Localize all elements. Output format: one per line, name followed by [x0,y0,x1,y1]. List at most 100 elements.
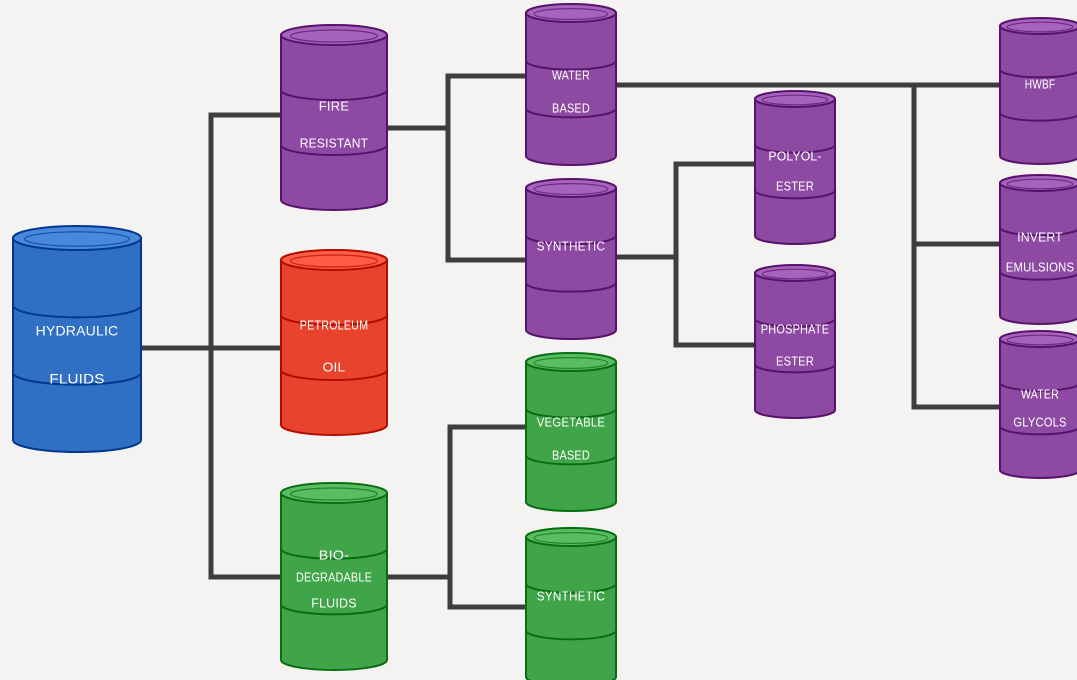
synthetic-fire-label-1: SYNTHETIC [537,238,605,253]
drum-lid-rim [289,254,379,268]
drum-body [999,338,1077,479]
drum-ring [525,108,617,119]
fire-resistant-label-1: FIRE [319,98,350,113]
water-glycols-label-2: GLYCOLS [1013,414,1066,429]
drum-ring [754,144,836,154]
drum-body [280,259,388,436]
connector-hydraulic-to-types [139,112,285,580]
drum-ring [525,455,617,466]
drum-lid-rim [533,183,609,196]
drum-ring [999,227,1077,237]
drum-ring [12,372,142,386]
drum-fire-resistant: FIRE RESISTANT [280,24,388,211]
drum-lid-rim [1006,334,1074,346]
water-based-label-1: WATER [552,67,590,82]
drum-ring [280,548,388,560]
drum-ring [754,190,836,200]
drum-phosphate-ester: PHOSPHATE ESTER [754,264,836,419]
drum-vegetable-based: VEGETABLE BASED [525,352,617,512]
hydraulic-fluids-label-1: HYDRAULIC [36,323,119,339]
drum-ring [280,144,388,156]
water-glycols-label-1: WATER [1021,386,1059,401]
drum-invert-emulsions: INVERT EMULSIONS [999,174,1077,325]
biodegradable-fluids-label-1: BIO- [319,547,349,562]
drum-lid-rim [761,268,829,280]
synthetic-bio-label-1: SYNTHETIC [537,588,605,603]
drum-ring [999,426,1077,436]
drum-petroleum-oil: PETROLEUM OIL [280,249,388,436]
polyol-ester-label-2: ESTER [776,178,814,193]
drum-lid-rim [533,531,609,544]
connector-lines [139,73,1006,610]
drum-ring [12,305,142,319]
drum-lid [525,3,617,23]
connector-waterbased-to-subtypes [612,82,1006,410]
phosphate-ester-label-2: ESTER [776,353,814,368]
drum-ring [525,408,617,419]
invert-emulsions-label-2: EMULSIONS [1006,259,1075,274]
drum-lid-rim [23,231,131,247]
drum-lid-rim [533,8,609,21]
drum-ring [999,69,1077,79]
drum-lid-rim [289,487,379,501]
drum-ring [280,89,388,101]
drum-synthetic-fire: SYNTHETIC [525,178,617,340]
drum-body [525,187,617,340]
biodegradable-fluids-label-3: FLUIDS [311,595,357,610]
drum-lid [280,249,388,271]
drum-ring [999,271,1077,281]
drum-water-glycols: WATER GLYCOLS [999,330,1077,479]
drum-lid [999,17,1077,35]
drum-lid [525,527,617,547]
drum-body [754,98,836,245]
drum-ring [525,583,617,594]
drum-hydraulic-fluids: HYDRAULIC FLUIDS [12,225,142,453]
drum-body [280,34,388,211]
drum-body [525,536,617,680]
drum-ring [525,282,617,293]
drum-lid [280,24,388,46]
connector-fire-to-subtypes [386,73,531,263]
drum-body [12,237,142,453]
biodegradable-fluids-label-2: DEGRADABLE [296,569,372,584]
petroleum-oil-label-2: OIL [323,359,346,374]
connector-synthetic-to-esters [612,161,758,348]
petroleum-oil-label-1: PETROLEUM [300,317,368,332]
drum-lid-rim [761,94,829,106]
drum-lid-rim [289,29,379,43]
drum-biodegradable-fluids: BIO- DEGRADABLE FLUIDS [280,482,388,671]
drum-ring [754,318,836,328]
fire-resistant-label-2: RESISTANT [300,135,368,150]
drum-lid-rim [533,357,609,370]
drum-body [280,492,388,671]
drum-ring [280,369,388,381]
phosphate-ester-label-1: PHOSPHATE [761,321,829,336]
drum-lid [999,174,1077,192]
drum-lid-rim [1006,21,1074,33]
drum-body [999,25,1077,165]
drum-ring [525,60,617,71]
drum-lid [999,330,1077,348]
vegetable-based-label-1: VEGETABLE [537,414,606,429]
drum-lid [525,178,617,198]
vegetable-based-label-2: BASED [552,447,590,462]
hydraulic-fluids-label-2: FLUIDS [49,371,104,387]
drum-lid [754,264,836,282]
polyol-ester-label-1: POLYOL- [768,148,821,163]
drum-polyol-ester: POLYOL- ESTER [754,90,836,245]
drum-body [525,361,617,512]
drum-lid [12,225,142,251]
drum-body [999,182,1077,325]
drum-ring [280,314,388,326]
drum-lid-rim [1006,178,1074,190]
drum-hwbf: HWBF [999,17,1077,165]
drum-body [525,12,617,166]
hwbf-label-1: HWBF [1025,76,1055,91]
drum-lid [280,482,388,504]
invert-emulsions-label-1: INVERT [1017,229,1063,244]
drum-body [754,272,836,419]
drum-synthetic-bio: SYNTHETIC [525,527,617,680]
drum-ring [525,630,617,641]
